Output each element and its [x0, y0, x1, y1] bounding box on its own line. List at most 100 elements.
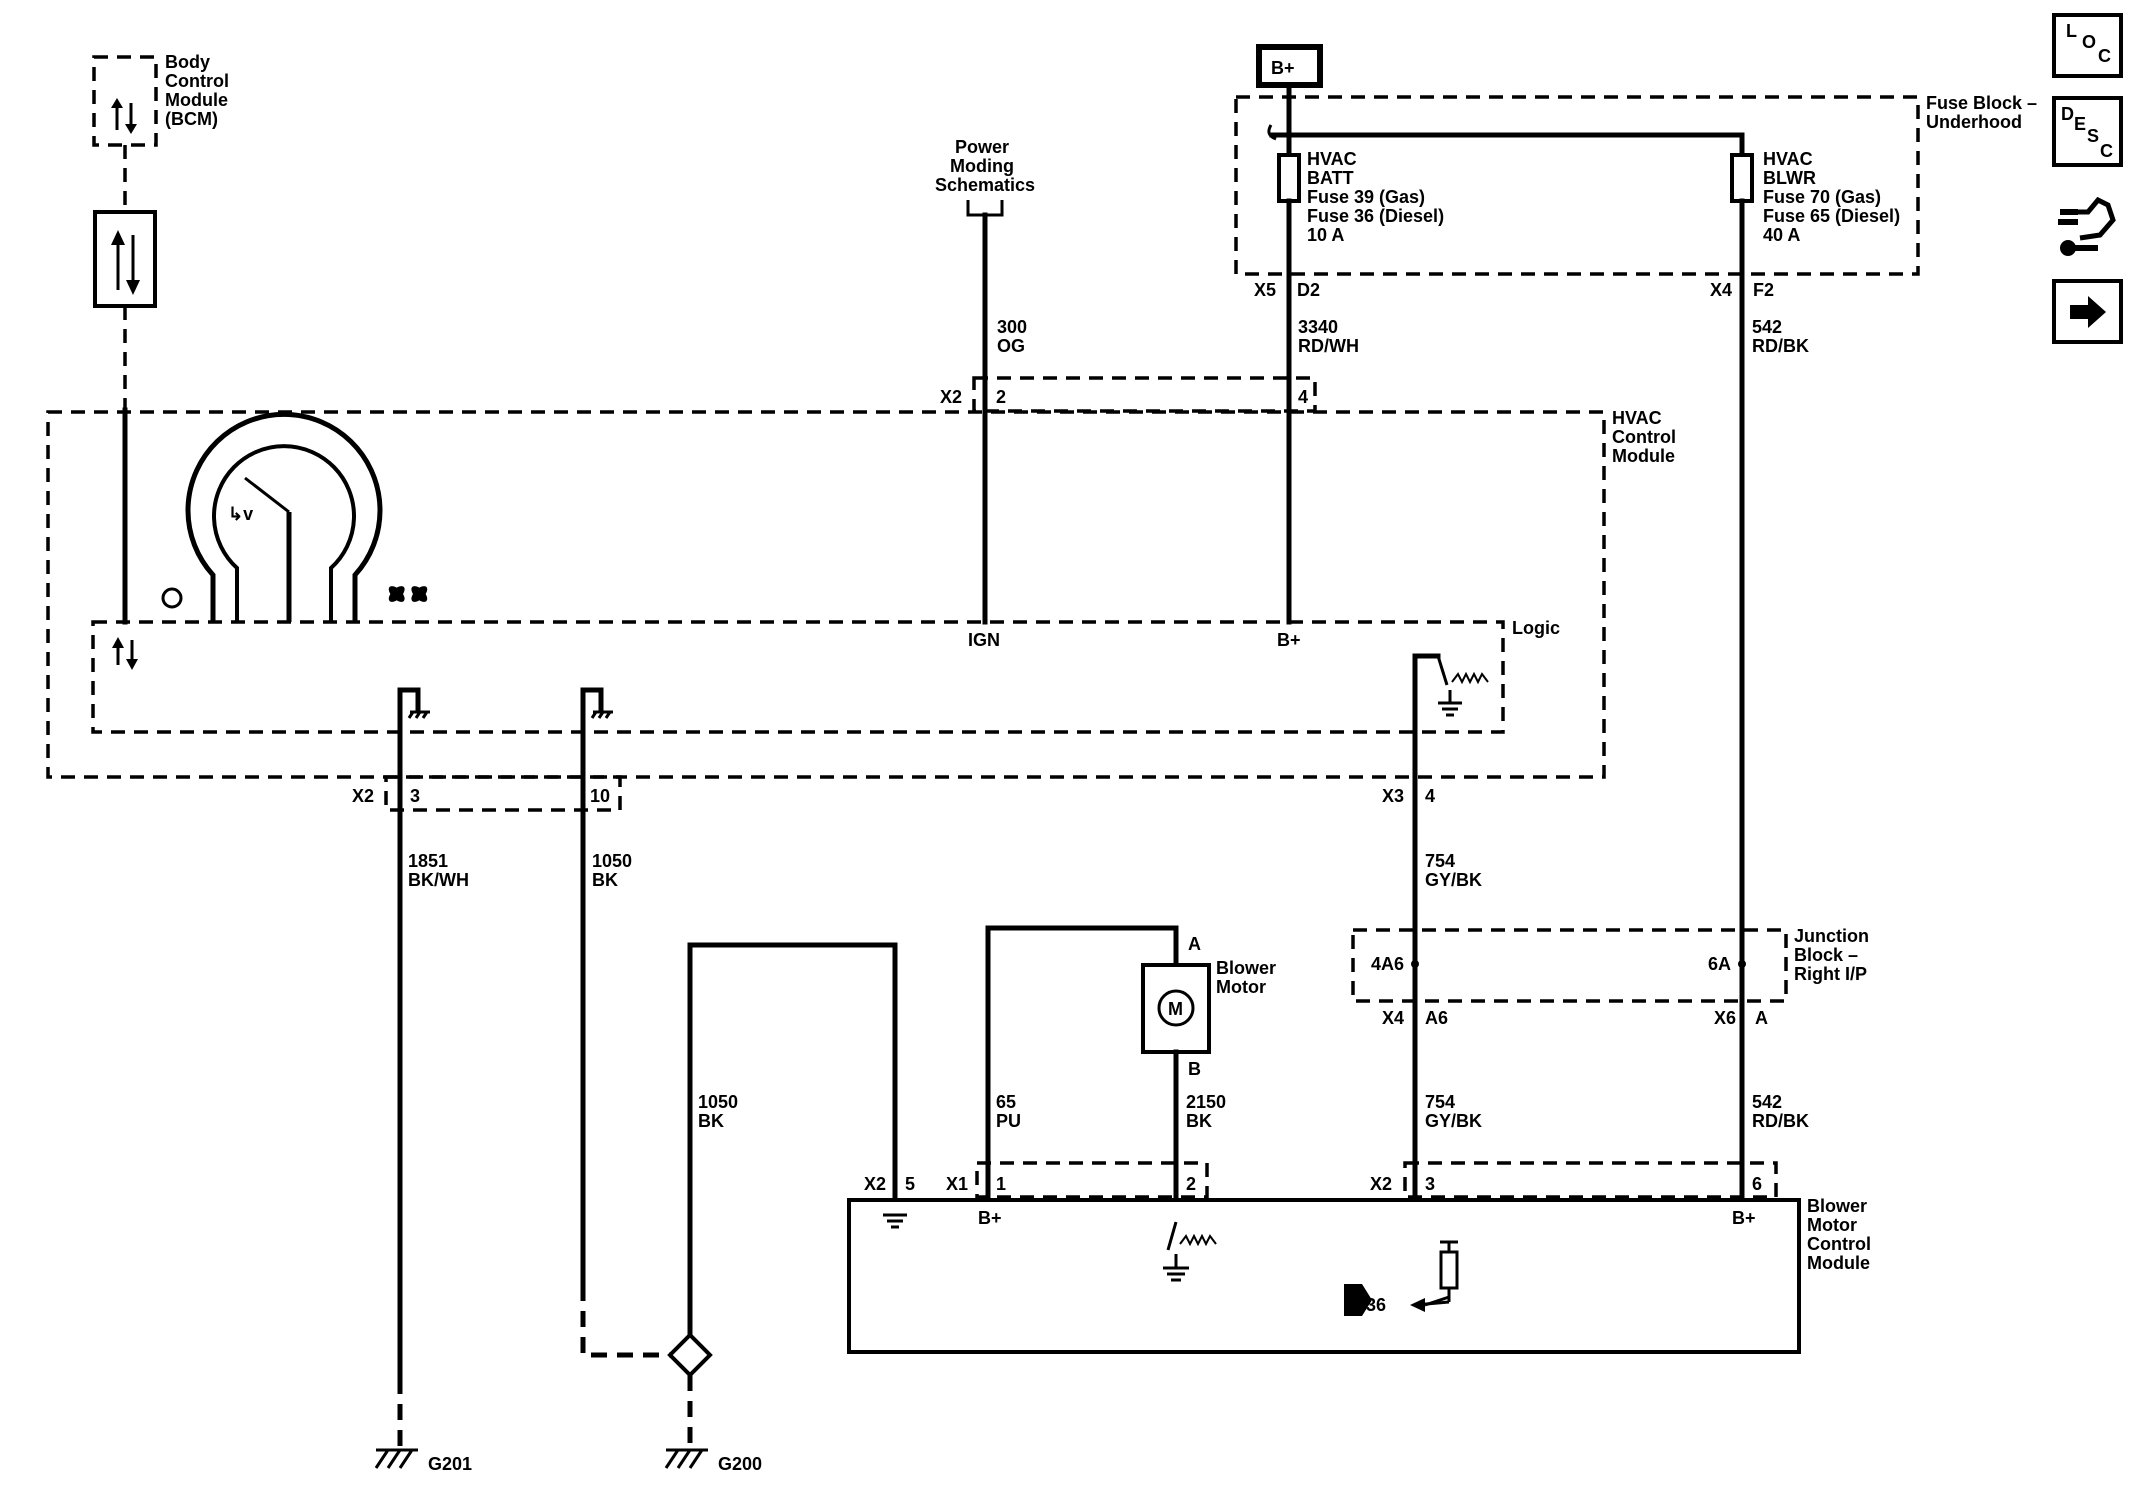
loc-letter-o: O — [2082, 32, 2096, 52]
bmcm-x1: X1 — [946, 1174, 968, 1194]
loc-letter-c: C — [2098, 46, 2111, 66]
wire-65-num: 65 — [996, 1092, 1016, 1112]
wire-754a-num: 754 — [1425, 851, 1455, 871]
fuse-blwr-l3: Fuse 70 (Gas) — [1763, 187, 1881, 207]
bus-hook — [1267, 124, 1277, 141]
ground-g200-icon — [664, 1448, 708, 1469]
jb-x6: X6 — [1714, 1008, 1736, 1028]
fuse-batt-l4: Fuse 36 (Diesel) — [1307, 206, 1444, 226]
desc-letter-c: C — [2100, 141, 2113, 161]
junction-block — [1351, 928, 1788, 1003]
ground-g200-label: G200 — [718, 1454, 762, 1474]
battery-source-label: B+ — [1271, 58, 1295, 78]
wire-300-num: 300 — [997, 317, 1027, 337]
motor-pin-a: A — [1188, 934, 1201, 954]
pwm-input-icon: 36 — [1344, 1240, 1459, 1316]
wire-542b-num: 542 — [1752, 1092, 1782, 1112]
ign-label: IGN — [968, 630, 1000, 650]
hvac-pin-2: 2 — [996, 387, 1006, 407]
ground-g201-icon — [374, 1448, 418, 1469]
jb-a6: A6 — [1425, 1008, 1448, 1028]
fuse-batt-l5: 10 A — [1307, 225, 1344, 245]
desc-letter-e: E — [2074, 114, 2086, 134]
bcm-label-4: (BCM) — [165, 109, 218, 129]
bmcm-bplus-right: B+ — [1732, 1208, 1756, 1228]
pin-x5: X5 — [1254, 280, 1276, 300]
jb-label-2: Block – — [1794, 945, 1858, 965]
wire-1050a-dash — [580, 1285, 670, 1358]
wire-754a-color: GY/BK — [1425, 870, 1482, 890]
hvac-label-3: Module — [1612, 446, 1675, 466]
low-side-driver-icon — [1412, 653, 1489, 803]
fuse-blwr-l4: Fuse 65 (Diesel) — [1763, 206, 1900, 226]
bcm-label-2: Control — [165, 71, 229, 91]
pin-d2: D2 — [1297, 280, 1320, 300]
wire-2150-num: 2150 — [1186, 1092, 1226, 1112]
logic-serial-icon — [112, 637, 138, 670]
signal-ground-icon — [883, 1213, 907, 1229]
wire-754b-color: GY/BK — [1425, 1111, 1482, 1131]
hvac-pin-3: 3 — [410, 786, 420, 806]
blower-motor-control-module — [847, 1198, 1801, 1354]
next-arrow-button[interactable] — [2052, 279, 2123, 344]
wire-542a-num: 542 — [1752, 317, 1782, 337]
motor-symbol-icon — [1157, 989, 1195, 1027]
motor-label-1: Blower — [1216, 958, 1276, 978]
pin-f2: F2 — [1753, 280, 1774, 300]
chassis-ground-icon — [397, 687, 430, 803]
fuse-block-label-2: Underhood — [1926, 112, 2022, 132]
hvac-pin-10: 10 — [590, 786, 610, 806]
hvac-x3: X3 — [1382, 786, 1404, 806]
fuse-hvac-blwr — [1730, 153, 1754, 203]
desc-button[interactable]: D E S C — [2052, 96, 2123, 167]
battery-source: B+ — [1256, 44, 1323, 88]
serial-data-box — [93, 210, 157, 308]
wire-1050b-num: 1050 — [698, 1092, 738, 1112]
wire-300-color: OG — [997, 336, 1025, 356]
fuse-batt-l1: HVAC — [1307, 149, 1357, 169]
bmcm-pin-3: 3 — [1425, 1174, 1435, 1194]
wire-542b-color: RD/BK — [1752, 1111, 1809, 1131]
bmcm-label-3: Control — [1807, 1234, 1871, 1254]
wire-542a-color: RD/BK — [1752, 336, 1809, 356]
junction-dot — [1411, 960, 1419, 968]
fuse-blwr-l5: 40 A — [1763, 225, 1800, 245]
loc-button[interactable]: L O C — [2052, 13, 2123, 78]
next-arrow-icon — [2070, 296, 2106, 328]
bcm-label-1: Body — [165, 52, 210, 72]
fuse-batt-l3: Fuse 39 (Gas) — [1307, 187, 1425, 207]
hvac-connector-x2-top — [972, 376, 1317, 413]
connector-tool-icon[interactable] — [2056, 190, 2122, 260]
bmcm-label-2: Motor — [1807, 1215, 1857, 1235]
loc-letter-l: L — [2066, 21, 2077, 41]
fuse-batt-l2: BATT — [1307, 168, 1354, 188]
motor-pin-b: B — [1188, 1059, 1201, 1079]
bmcm-pin-1: 1 — [996, 1174, 1006, 1194]
bmcm-bplus-left: B+ — [978, 1208, 1002, 1228]
fuse-hvac-batt — [1277, 153, 1301, 203]
pin-x4: X4 — [1710, 280, 1732, 300]
wire-1050b — [687, 942, 898, 1358]
jb-label-1: Junction — [1794, 926, 1869, 946]
bmcm-label-4: Module — [1807, 1253, 1870, 1273]
wire-3340-num: 3340 — [1298, 317, 1338, 337]
logic-bplus-label: B+ — [1277, 630, 1301, 650]
blower-control-knob-icon: ↳v — [185, 411, 383, 622]
low-side-switch-icon — [1163, 1221, 1217, 1282]
motor-symbol: M — [1168, 999, 1183, 1019]
bmcm-x2a: X2 — [864, 1174, 886, 1194]
bmcm-connector-x2 — [1403, 1161, 1778, 1199]
power-moding-label-2: Moding — [950, 156, 1014, 176]
fuse-block-label-1: Fuse Block – — [1926, 93, 2037, 113]
svg-text:36: 36 — [1366, 1295, 1386, 1315]
wire-3340-color: RD/WH — [1298, 336, 1359, 356]
bcm-label-3: Module — [165, 90, 228, 110]
blower-motor — [1141, 963, 1211, 1054]
junction-dot — [1738, 960, 1746, 968]
hvac-label-1: HVAC — [1612, 408, 1662, 428]
wire-1050b-color: BK — [698, 1111, 724, 1131]
bmcm-connector-x1 — [975, 1161, 1209, 1199]
power-moding-ref: Power Moding Schematics — [935, 137, 1035, 217]
hvac-pin-4: 4 — [1298, 387, 1308, 407]
hvac-label-2: Control — [1612, 427, 1676, 447]
